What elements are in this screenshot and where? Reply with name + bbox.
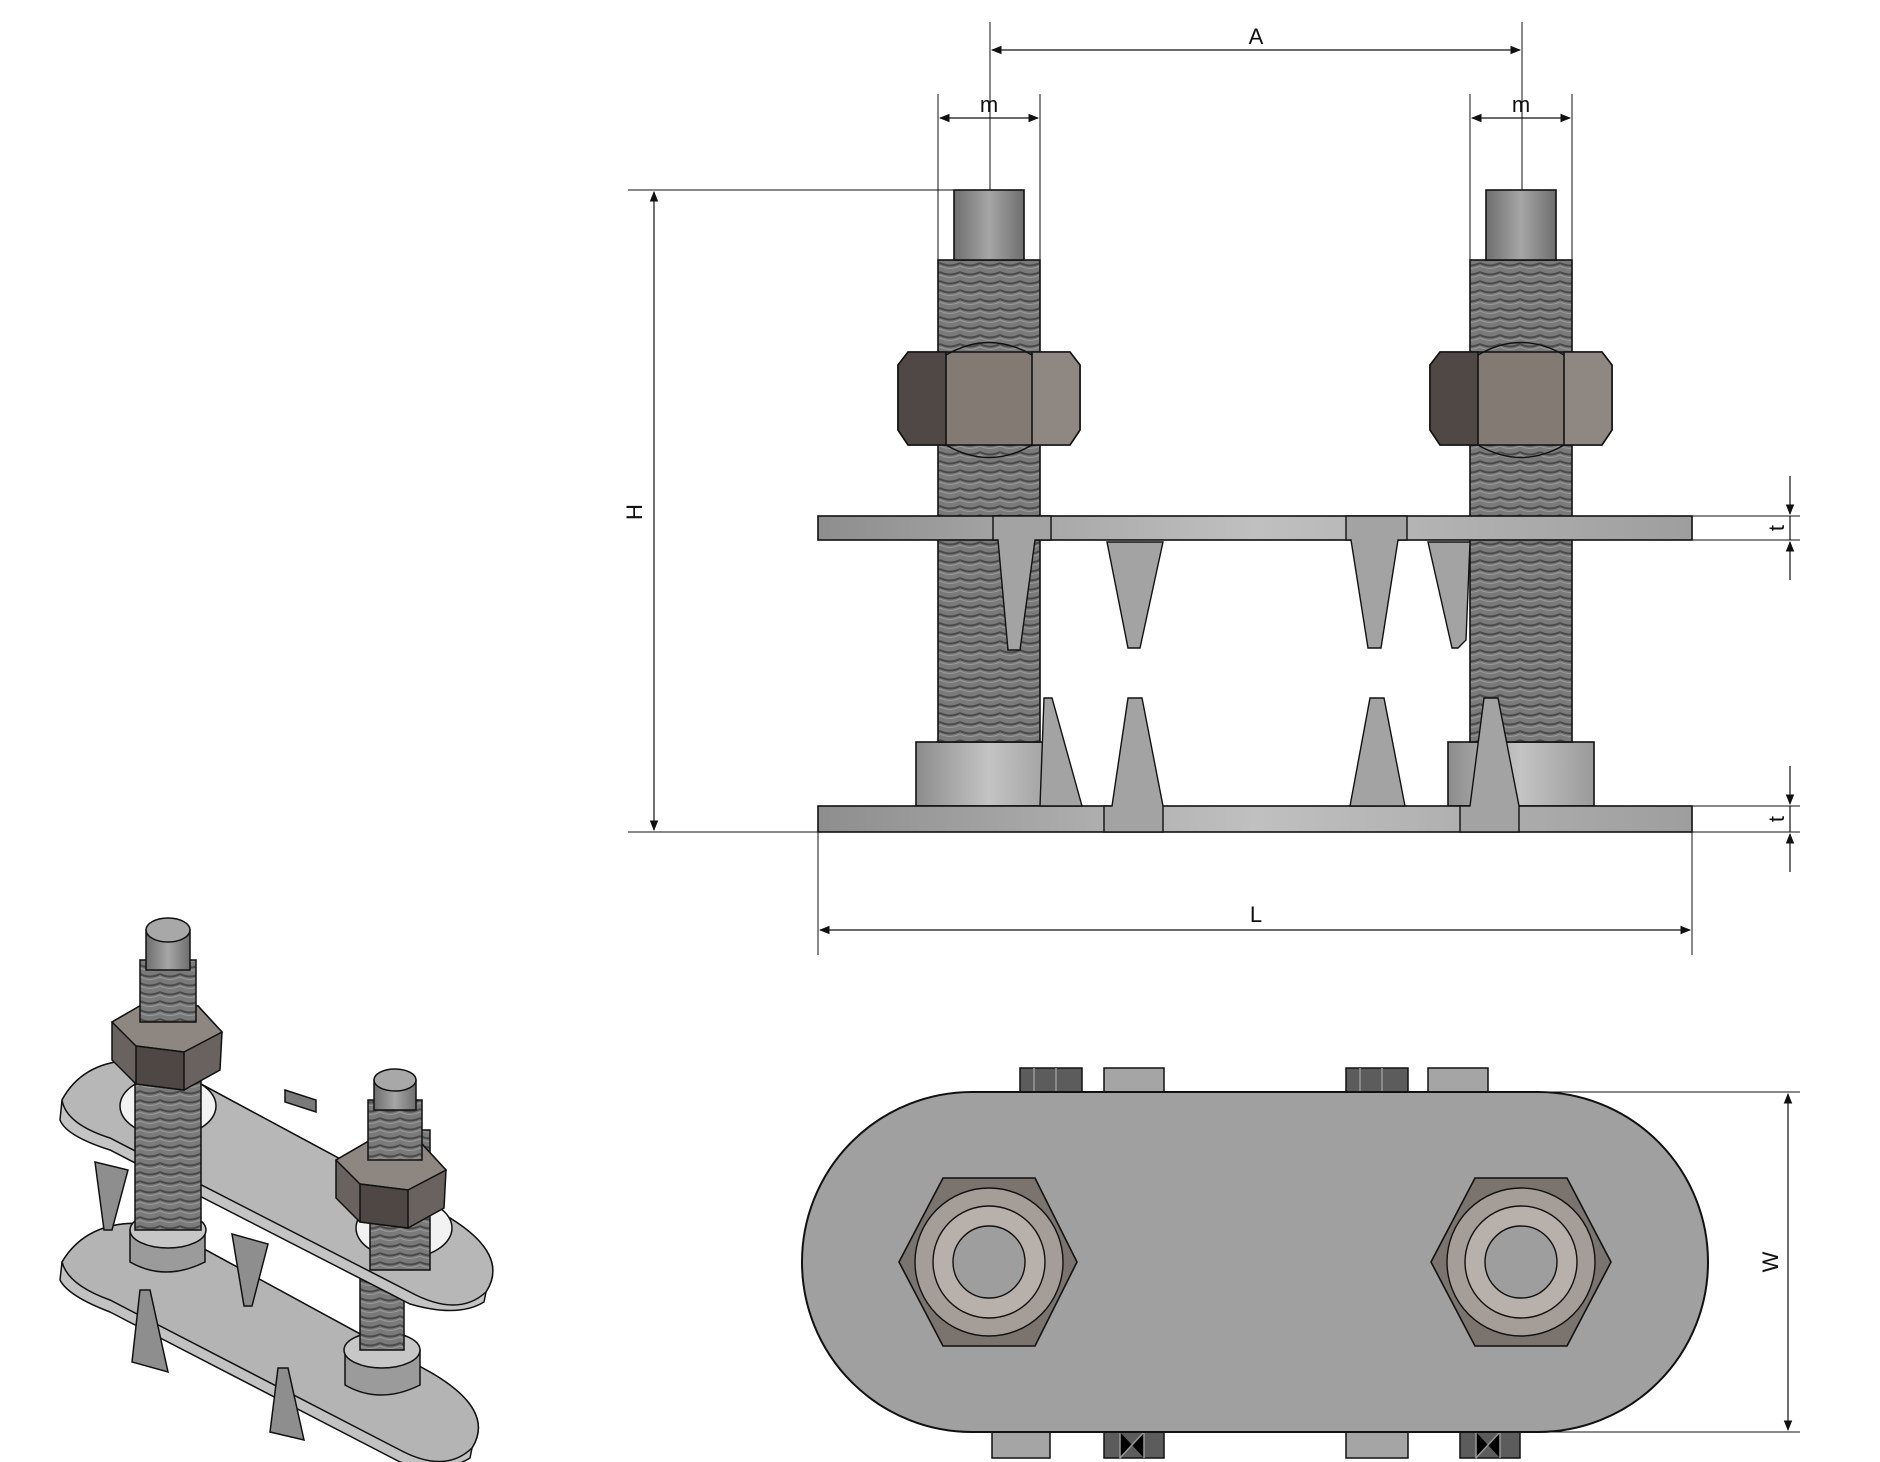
- left-bolt-thread: [937, 259, 1041, 743]
- bottom-plate-teeth: [1039, 697, 1520, 833]
- top-plate: [817, 515, 1693, 541]
- dim-m-right-label: m: [1512, 92, 1530, 117]
- right-bottom-washer: [1447, 741, 1595, 807]
- top-view-right-nut: [1430, 1177, 1612, 1347]
- top-view-left-bolt-end: [952, 1225, 1026, 1299]
- top-view-left-nut: [898, 1177, 1078, 1347]
- isometric-view: [59, 917, 494, 1462]
- top-view-right-bolt-end: [1484, 1225, 1558, 1299]
- bottom-plate: [817, 805, 1693, 833]
- left-bolt-shank: [953, 189, 1025, 261]
- top-edge-tabs: [1019, 1067, 1489, 1093]
- left-hex-nut: [897, 341, 1081, 459]
- dim-m-left-label: m: [980, 92, 998, 117]
- right-bolt-shank: [1485, 189, 1557, 261]
- dim-A-label: A: [1249, 24, 1264, 49]
- dim-t-bottom-label: t: [1764, 816, 1789, 822]
- dim-L-label: L: [1250, 902, 1262, 927]
- dim-W-label: W: [1758, 1251, 1783, 1272]
- right-bolt-thread: [1469, 259, 1573, 743]
- dim-H-label: H: [622, 504, 647, 520]
- right-hex-nut: [1429, 341, 1613, 459]
- front-view: A m m H L t t: [622, 22, 1800, 955]
- top-plate-teeth: [992, 515, 1471, 651]
- top-view: W: [801, 1067, 1800, 1460]
- dim-t-top-label: t: [1764, 525, 1789, 531]
- left-bottom-washer: [915, 741, 1063, 807]
- extension-lines: [628, 22, 1800, 955]
- bottom-edge-tabs: [991, 1430, 1521, 1460]
